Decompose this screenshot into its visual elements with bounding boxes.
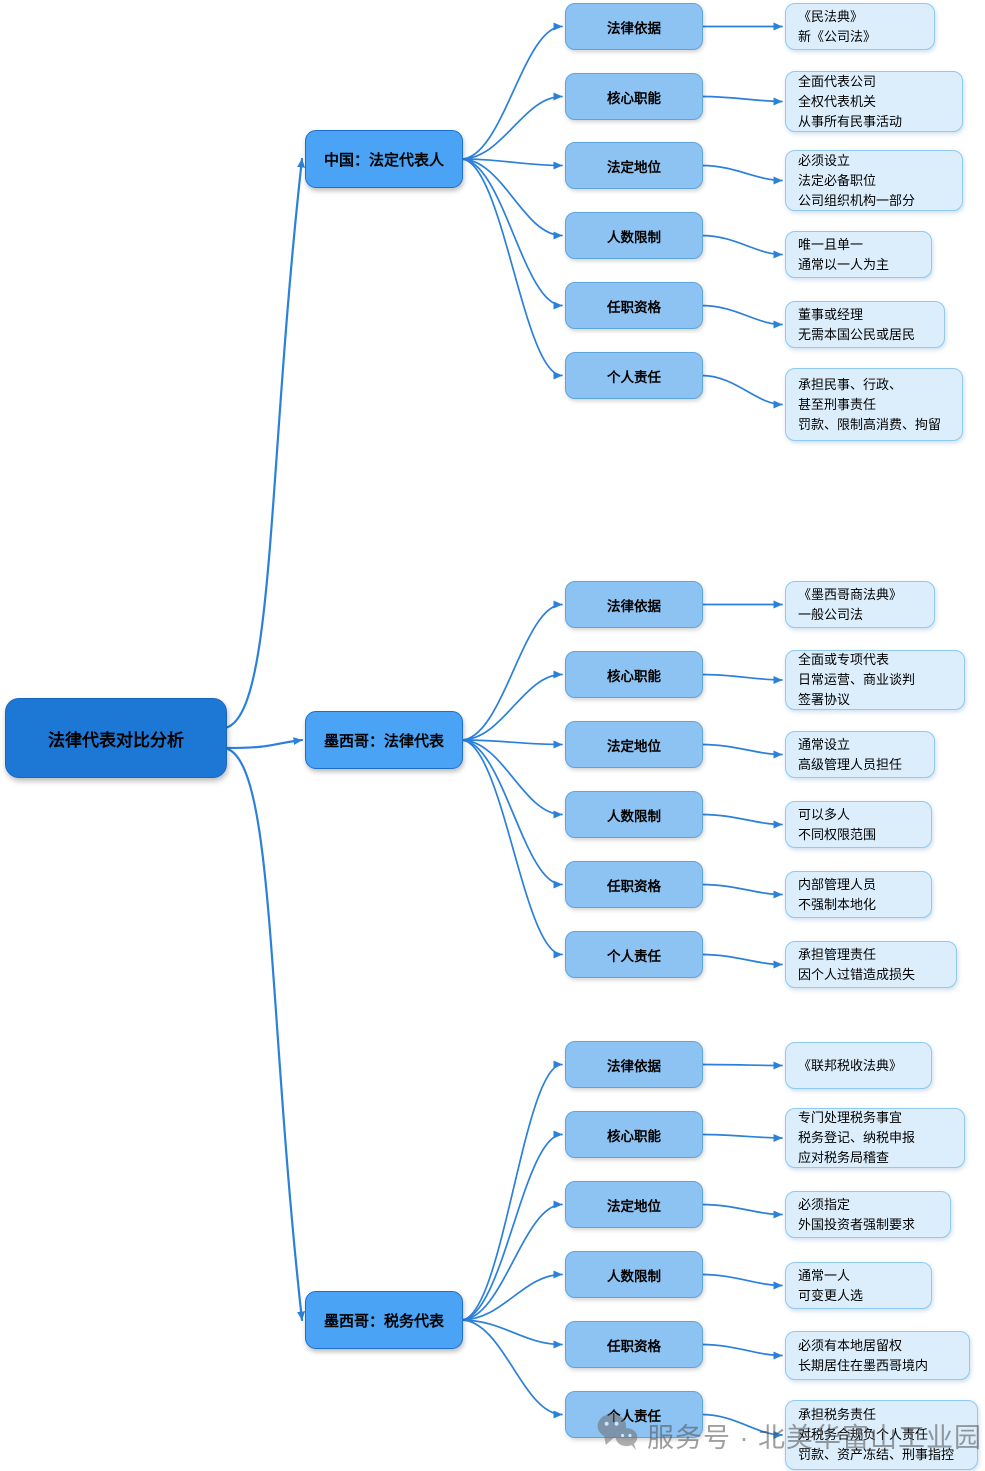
root-node-comparison-title: 法律代表对比分析	[5, 698, 227, 778]
sub-node-qualification: 任职资格	[565, 861, 703, 908]
sub-node-legal-basis: 法律依据	[565, 1041, 703, 1088]
sub-node-core-functions: 核心职能	[565, 1111, 703, 1158]
sub-node-number-limit: 人数限制	[565, 1251, 703, 1298]
leaf-note-legal-status: 通常设立 高级管理人员担任	[785, 731, 935, 778]
leaf-note-core-functions: 全面或专项代表 日常运营、商业谈判 签署协议	[785, 650, 965, 710]
leaf-note-number-limit: 通常一人 可变更人选	[785, 1262, 932, 1309]
leaf-note-personal-liability: 承担民事、行政、 甚至刑事责任 罚款、限制高消费、拘留	[785, 368, 963, 441]
leaf-note-legal-basis: 《联邦税收法典》	[785, 1042, 932, 1089]
sub-node-personal-liability: 个人责任	[565, 352, 703, 399]
sub-node-legal-status: 法定地位	[565, 1181, 703, 1228]
leaf-note-personal-liability: 承担管理责任 因个人过错造成损失	[785, 941, 957, 988]
leaf-note-core-functions: 全面代表公司 全权代表机关 从事所有民事活动	[785, 71, 963, 132]
sub-node-personal-liability: 个人责任	[565, 931, 703, 978]
branch-node-mexico-legal-rep: 墨西哥：法律代表	[305, 711, 463, 769]
leaf-note-personal-liability: 承担税务责任 对税务合规负个人责任 罚款、资产冻结、刑事指控	[785, 1400, 978, 1470]
branch-node-china-legal-rep: 中国：法定代表人	[305, 130, 463, 188]
sub-node-number-limit: 人数限制	[565, 791, 703, 838]
branch-node-mexico-tax-rep: 墨西哥：税务代表	[305, 1291, 463, 1349]
sub-node-number-limit: 人数限制	[565, 212, 703, 259]
sub-node-legal-status: 法定地位	[565, 142, 703, 189]
leaf-note-number-limit: 可以多人 不同权限范围	[785, 801, 932, 848]
sub-node-legal-basis: 法律依据	[565, 581, 703, 628]
leaf-note-core-functions: 专门处理税务事宜 税务登记、纳税申报 应对税务局稽查	[785, 1108, 965, 1168]
leaf-note-legal-basis: 《墨西哥商法典》 一般公司法	[785, 581, 935, 628]
leaf-note-legal-basis: 《民法典》 新《公司法》	[785, 3, 935, 50]
leaf-note-legal-status: 必须指定 外国投资者强制要求	[785, 1191, 951, 1238]
leaf-note-number-limit: 唯一且单一 通常以一人为主	[785, 231, 932, 278]
leaf-note-qualification: 董事或经理 无需本国公民或居民	[785, 301, 945, 348]
watermark-text: 服务号 · 北美华富山工业园	[647, 1422, 982, 1453]
wechat-icon	[596, 1413, 638, 1458]
watermark: 服务号 · 北美华富山工业园	[596, 1406, 982, 1464]
sub-node-qualification: 任职资格	[565, 282, 703, 329]
sub-node-core-functions: 核心职能	[565, 73, 703, 120]
sub-node-legal-basis: 法律依据	[565, 3, 703, 50]
sub-node-legal-status: 法定地位	[565, 721, 703, 768]
sub-node-qualification: 任职资格	[565, 1321, 703, 1368]
leaf-note-qualification: 必须有本地居留权 长期居住在墨西哥境内	[785, 1331, 970, 1380]
leaf-note-qualification: 内部管理人员 不强制本地化	[785, 871, 932, 918]
sub-node-core-functions: 核心职能	[565, 651, 703, 698]
leaf-note-legal-status: 必须设立 法定必备职位 公司组织机构一部分	[785, 150, 963, 211]
